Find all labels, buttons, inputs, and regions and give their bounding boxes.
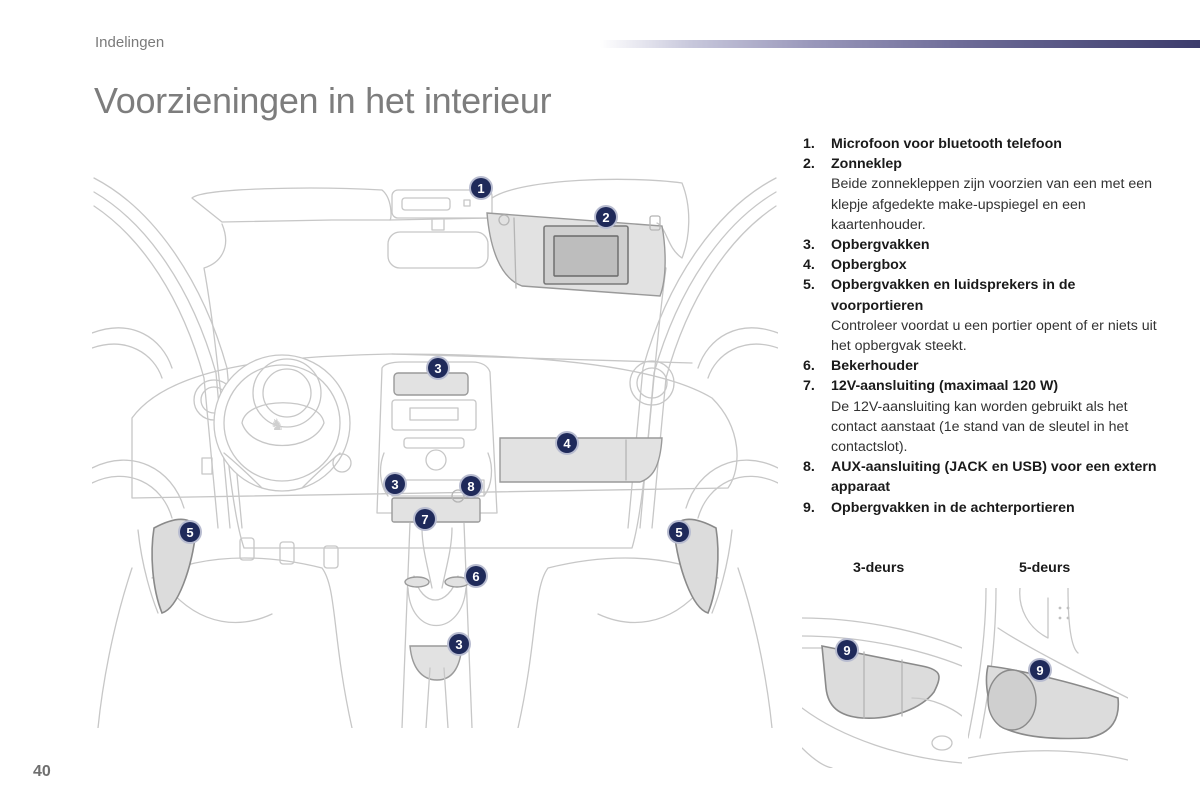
legend-number: 7.	[803, 378, 815, 395]
legend-title: Zonneklep	[831, 156, 902, 173]
svg-text:♞: ♞	[270, 415, 284, 434]
legend-item-7: 7. 12V-aansluiting (maximaal 120 W) De 1…	[803, 376, 1163, 457]
legend-number: 6.	[803, 358, 815, 375]
legend-number: 9.	[803, 499, 815, 516]
callout-badge-3-bottom: 3	[449, 634, 469, 654]
legend-number: 2.	[803, 156, 815, 173]
legend-description: De 12V-aansluiting kan worden gebruikt a…	[831, 398, 1129, 456]
callout-badge-9-5-door: 9	[1030, 660, 1050, 680]
header-accent-bar	[600, 40, 1200, 48]
callout-badge-7: 7	[415, 509, 435, 529]
legend-title: Bekerhouder	[831, 358, 919, 375]
legend-title: Opbergvakken	[831, 237, 930, 254]
legend-item-5: 5. Opbergvakken en luidsprekers in de vo…	[803, 275, 1163, 356]
legend-item-6: 6. Bekerhouder	[803, 356, 1163, 376]
callout-badge-3-middle: 3	[385, 474, 405, 494]
rear-door-5-door-drawing	[968, 588, 1128, 761]
legend-title: Microfoon voor bluetooth telefoon	[831, 136, 1062, 152]
callout-badge-5-left: 5	[180, 522, 200, 542]
interior-illustration: ♞	[92, 168, 778, 728]
rear-door-3-door-drawing	[802, 617, 962, 768]
legend-number: 3.	[803, 237, 815, 254]
legend-item-9: 9. Opbergvakken in de achterportieren	[803, 498, 1163, 518]
legend-title: AUX-aansluiting (JACK en USB) voor een e…	[831, 459, 1157, 496]
callout-badge-5-right: 5	[669, 522, 689, 542]
callout-badge-2: 2	[596, 207, 616, 227]
rear-door-5-door-illustration	[968, 588, 1128, 768]
legend-number: 1.	[803, 136, 815, 152]
legend-title: Opbergbox	[831, 257, 907, 274]
legend-description: Controleer voordat u een portier opent o…	[831, 317, 1157, 355]
legend-item-4: 4. Opbergbox	[803, 255, 1163, 275]
callout-badge-3-top: 3	[428, 358, 448, 378]
legend-number: 5.	[803, 277, 815, 294]
callout-badge-1: 1	[471, 178, 491, 198]
legend-list: 1. Microfoon voor bluetooth telefoon 2. …	[803, 134, 1163, 518]
legend-item-3: 3. Opbergvakken	[803, 235, 1163, 255]
callout-badge-8: 8	[461, 476, 481, 496]
legend-item-2: 2. Zonneklep Beide zonnekleppen zijn voo…	[803, 154, 1163, 235]
callout-badge-9-3-door: 9	[837, 640, 857, 660]
page-number: 40	[33, 763, 51, 780]
interior-line-drawing: ♞	[92, 177, 778, 728]
rear-door-3-door-illustration	[802, 588, 962, 768]
legend-item-1: 1. Microfoon voor bluetooth telefoon	[803, 134, 1163, 154]
legend-description: Beide zonnekleppen zijn voorzien van een…	[831, 176, 1153, 233]
legend-title: Opbergvakken in de achterportieren	[831, 499, 1075, 516]
callout-badge-4: 4	[557, 433, 577, 453]
legend-title: Opbergvakken en luidsprekers in de voorp…	[831, 277, 1076, 314]
legend-number: 8.	[803, 459, 815, 476]
variant-label-3-door: 3-deurs	[853, 560, 905, 576]
legend-number: 4.	[803, 257, 815, 274]
legend-title: 12V-aansluiting (maximaal 120 W)	[831, 378, 1059, 395]
callout-badge-6: 6	[466, 566, 486, 586]
variant-label-5-door: 5-deurs	[1019, 560, 1071, 576]
page-title: Voorzieningen in het interieur	[94, 80, 552, 121]
legend-item-8: 8. AUX-aansluiting (JACK en USB) voor ee…	[803, 457, 1163, 497]
section-label: Indelingen	[95, 34, 165, 51]
